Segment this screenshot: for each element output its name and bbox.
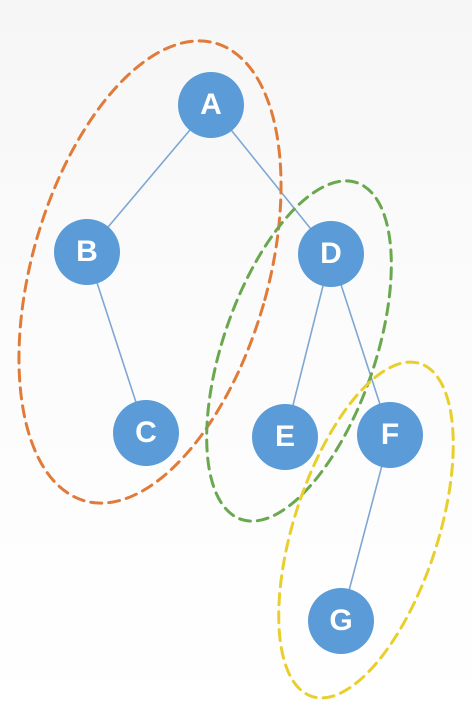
group-orange-outline [17,39,283,505]
groups-layer [17,39,455,700]
node-label-g: G [329,604,352,637]
node-e: E [252,404,318,470]
node-circle-c [113,400,179,466]
node-f: F [357,402,423,468]
node-circle-b [54,219,120,285]
node-circle-f [357,402,423,468]
node-a: A [178,72,244,138]
node-circle-g [308,588,374,654]
node-b: B [54,219,120,285]
node-label-b: B [76,235,98,268]
node-d: D [298,221,364,287]
node-label-d: D [320,237,342,270]
node-label-c: C [135,416,157,449]
node-label-f: F [381,418,399,451]
node-g: G [308,588,374,654]
node-c: C [113,400,179,466]
group-yellow-outline [277,360,455,700]
node-label-a: A [200,88,222,121]
group-green-outline [205,179,393,523]
nodes-layer: A B C D E F G [54,72,423,654]
node-label-e: E [275,420,295,453]
edges-layer [86,104,391,622]
node-circle-a [178,72,244,138]
node-circle-e [252,404,318,470]
node-circle-d [298,221,364,287]
